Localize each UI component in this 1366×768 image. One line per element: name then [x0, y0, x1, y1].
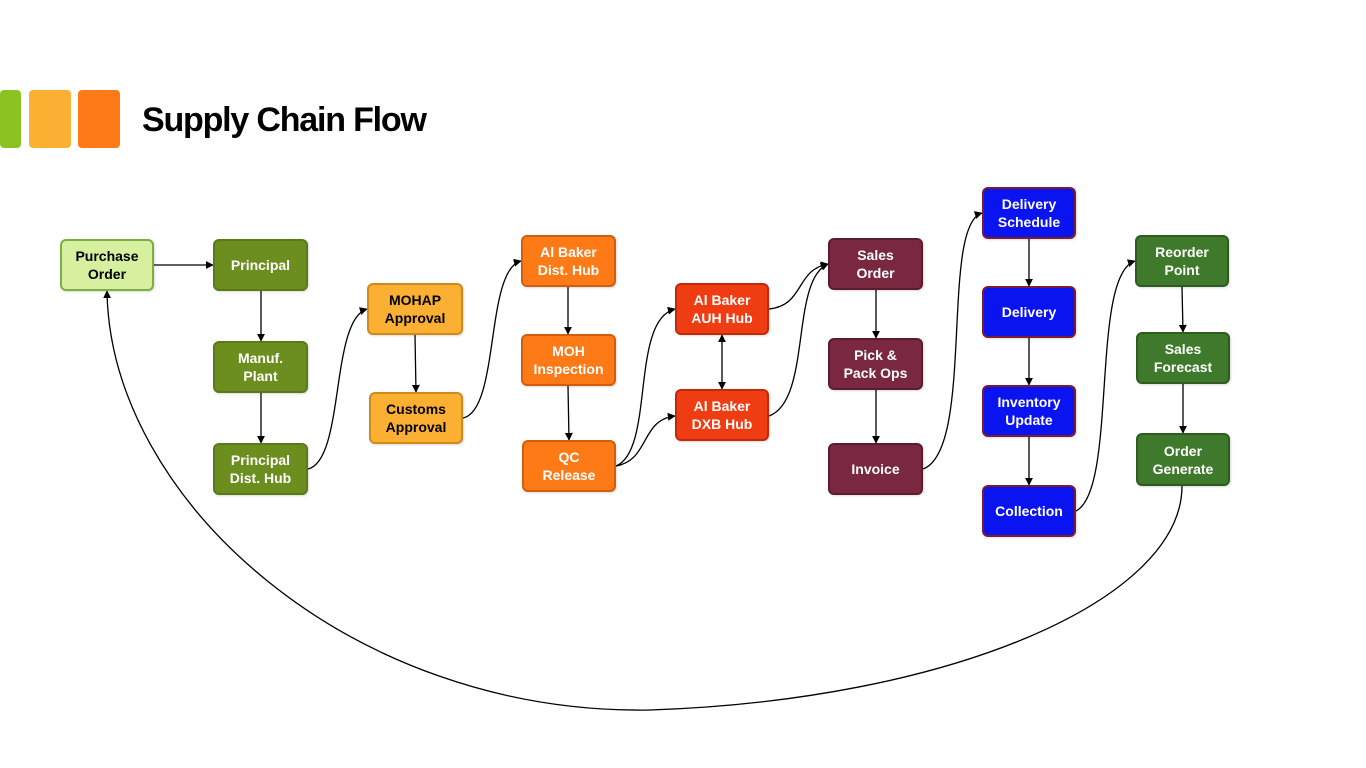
node-invoice: Invoice: [828, 443, 923, 495]
edge-disthub-to-mohap: [307, 307, 368, 470]
accent-bar-amber: [29, 90, 71, 148]
edge-customs-to-albakerhub: [462, 258, 522, 419]
node-collection: Collection: [982, 485, 1076, 537]
node-moh-inspection: MOH Inspection: [521, 334, 616, 386]
node-al-baker-auh-hub: Al Baker AUH Hub: [675, 283, 769, 335]
node-inventory-update: Inventory Update: [982, 385, 1076, 437]
node-manuf-plant: Manuf. Plant: [213, 341, 308, 393]
node-delivery: Delivery: [982, 286, 1076, 338]
edge-mohap-to-customs: [411, 334, 420, 393]
node-pick-pack-ops: Pick & Pack Ops: [828, 338, 923, 390]
edge-ordergen-to-purchase: [103, 290, 1183, 711]
edge-auh-to-salesorder: [768, 261, 829, 310]
node-order-generate: Order Generate: [1136, 433, 1230, 486]
node-reorder-point: Reorder Point: [1135, 235, 1229, 287]
edge-moh-to-qc: [564, 385, 573, 441]
edge-collection-to-reorder: [1075, 259, 1136, 512]
node-mohap-approval: MOHAP Approval: [367, 283, 463, 335]
edge-invoice-to-schedule: [922, 211, 983, 470]
node-al-baker-dxb-hub: Al Baker DXB Hub: [675, 389, 769, 441]
edge-qc-to-dxb: [615, 412, 676, 467]
edge-reorder-to-forecast: [1178, 286, 1187, 333]
node-sales-forecast: Sales Forecast: [1136, 332, 1230, 384]
node-principal-dist-hub: Principal Dist. Hub: [213, 443, 308, 495]
node-al-baker-dist-hub: Al Baker Dist. Hub: [521, 235, 616, 287]
node-qc-release: QC Release: [522, 440, 616, 492]
accent-bar-orange: [78, 90, 120, 148]
edge-qc-to-auh: [615, 306, 676, 467]
accent-bar-green: [0, 90, 21, 148]
page-title: Supply Chain Flow: [142, 101, 427, 139]
node-purchase-order: Purchase Order: [60, 239, 154, 291]
edge-dxb-to-salesorder: [768, 263, 829, 417]
node-delivery-schedule: Delivery Schedule: [982, 187, 1076, 239]
node-principal: Principal: [213, 239, 308, 291]
node-sales-order: Sales Order: [828, 238, 923, 290]
node-customs-approval: Customs Approval: [369, 392, 463, 444]
